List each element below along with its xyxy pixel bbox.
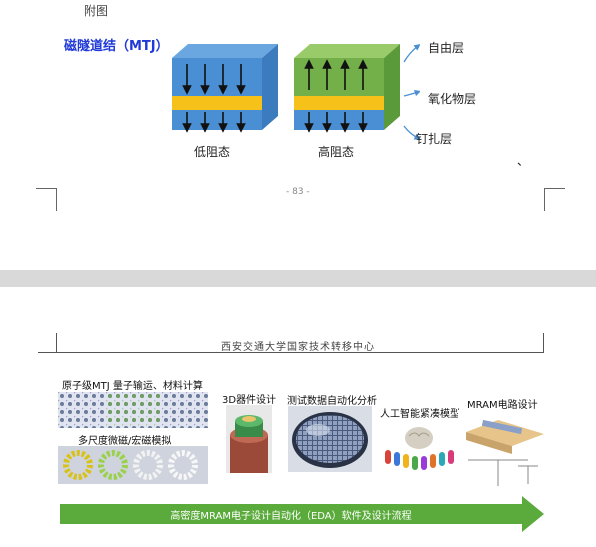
low-oxide-layer [172,96,262,110]
mtj-title: 磁隧道结（MTJ） [64,39,169,54]
high-resistance-label: 高阻态 [318,145,355,159]
appendix-label: 附图 [84,4,109,18]
mram-circuit-image [458,410,552,490]
page-separator [0,270,596,287]
atomic-caption: 原子级MTJ 量子输运、材料计算 [62,381,203,392]
high-free-layer [294,58,384,96]
high-oxide-layer [294,96,384,110]
high-pinned-layer [294,110,384,130]
high-resistance-stack [294,44,400,133]
low-resistance-label: 低阻态 [194,145,231,159]
wafer-image [288,406,372,472]
ai-caption: 人工智能紧凑模型 [380,409,460,420]
flow-arrow [60,496,544,532]
flow-label: 高密度MRAM电子设计自动化（EDA）软件及设计流程 [170,511,412,522]
oxide-layer-label: 氧化物层 [428,92,477,106]
pinned-layer-label: 钉扎层 [416,132,453,146]
ai-model-image [381,418,457,472]
page-header: 西安交通大学国家技术转移中心 [221,342,375,353]
stray-mark: 、 [517,154,530,168]
page-number: - 83 - [286,187,310,197]
corner-mark-right [544,188,565,211]
micromagnetic-image [58,446,208,484]
testdata-caption: 测试数据自动化分析 [287,396,377,407]
mram-caption: MRAM电路设计 [467,400,538,411]
free-layer-label: 自由层 [428,41,465,55]
header-tick-left [56,333,57,352]
low-pinned-layer [172,110,262,130]
header-tick-right [543,333,544,352]
low-free-layer [172,58,262,96]
device3d-image [226,405,272,473]
multiscale-caption: 多尺度微磁/宏磁模拟 [78,436,172,447]
corner-mark-left [36,188,57,211]
low-resistance-stack [172,44,278,133]
atomic-lattice-image [58,392,208,428]
mtj-diagram [172,44,420,140]
header-rule [38,352,544,353]
device3d-caption: 3D器件设计 [222,395,277,406]
